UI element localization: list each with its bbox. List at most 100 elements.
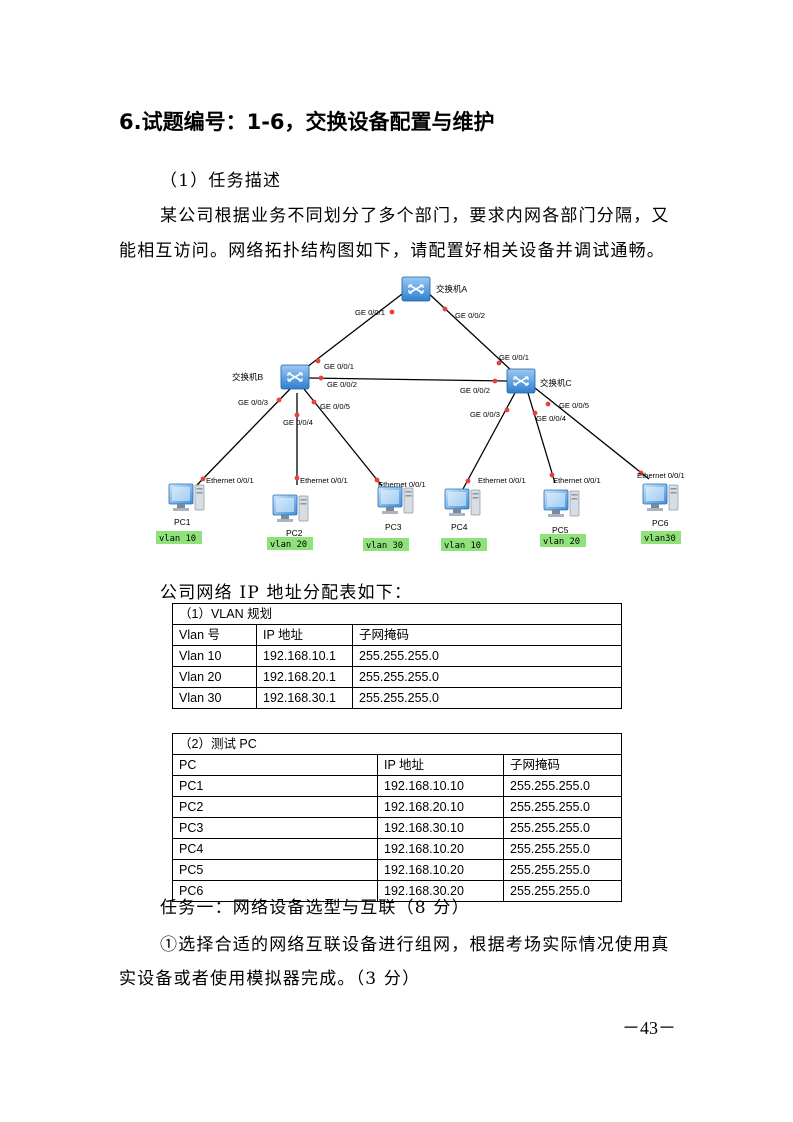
header-cell: 子网掩码 <box>352 624 622 646</box>
pc-label: PC2 <box>286 528 303 538</box>
port-label: GE 0/0/1 <box>499 353 529 362</box>
table-cell: 255.255.255.0 <box>503 859 622 881</box>
link-b-c <box>307 377 508 382</box>
port-label: Ethernet 0/0/1 <box>553 476 601 485</box>
table-cell: 192.168.10.20 <box>377 859 504 881</box>
task1-line-1: ①选择合适的网络互联设备进行组网，根据考场实际情况使用真 <box>160 935 670 955</box>
table-cell: 255.255.255.0 <box>503 796 622 818</box>
table-header-row: PC IP 地址 子网掩码 <box>172 754 622 776</box>
table-cell: 255.255.255.0 <box>352 687 622 709</box>
pc3-icon <box>377 486 414 515</box>
port-label: Ethernet 0/0/1 <box>478 476 526 485</box>
section-heading: 6.试题编号：1-6，交换设备配置与维护 <box>119 110 495 134</box>
vlan-badge: vlan 10 <box>444 541 481 551</box>
header-cell: IP 地址 <box>377 754 504 776</box>
header-cell: 子网掩码 <box>503 754 622 776</box>
table-cell: PC4 <box>172 838 378 860</box>
pc-label: PC3 <box>385 522 402 532</box>
link-a-b <box>293 290 407 378</box>
port-label: Ethernet 0/0/1 <box>300 476 348 485</box>
port-label: GE 0/0/5 <box>320 402 350 411</box>
links <box>196 290 650 490</box>
table-row: PC1 192.168.10.10 255.255.255.0 <box>172 775 622 797</box>
link-b-pc3 <box>303 388 383 487</box>
pc-label: PC5 <box>552 525 569 535</box>
table-cell: 192.168.30.20 <box>377 880 504 902</box>
table-cell: Vlan 20 <box>172 666 257 688</box>
paragraph-line-2: 能相互访问。网络拓扑结构图如下，请配置好相关设备并调试通畅。 <box>119 241 665 261</box>
port-label: GE 0/0/2 <box>460 386 490 395</box>
pc-label: PC4 <box>451 522 468 532</box>
vlan-badge: vlan30 <box>644 534 676 544</box>
port-label: GE 0/0/2 <box>327 380 357 389</box>
table-row: PC5 192.168.10.20 255.255.255.0 <box>172 859 622 881</box>
table-cell: PC6 <box>172 880 378 902</box>
port-label: Ethernet 0/0/1 <box>637 471 685 480</box>
vlan-badge: vlan 30 <box>366 541 403 551</box>
pc-label: PC6 <box>652 518 669 528</box>
link-b-pc1 <box>196 387 292 486</box>
table-cell: 192.168.10.20 <box>377 838 504 860</box>
test-pc-table: （2）测试 PC PC IP 地址 子网掩码 PC1 192.168.10.10… <box>172 733 622 902</box>
vlan-badge: vlan 10 <box>159 534 196 544</box>
table-cell: PC1 <box>172 775 378 797</box>
port-label: Ethernet 0/0/1 <box>378 480 426 489</box>
table-row: PC6 192.168.30.20 255.255.255.0 <box>172 880 622 902</box>
switch-a-label: 交换机A <box>436 284 468 294</box>
pc5-icon <box>543 489 580 518</box>
table-cell: 255.255.255.0 <box>503 880 622 902</box>
table-cell: 255.255.255.0 <box>352 645 622 667</box>
pc-label: PC1 <box>174 517 191 527</box>
port-label: GE 0/0/1 <box>324 362 354 371</box>
switch-c-icon <box>506 368 536 394</box>
switch-c-label: 交换机C <box>540 378 572 388</box>
table-cell: PC3 <box>172 817 378 839</box>
link-a-c <box>425 290 514 373</box>
table-cell: 255.255.255.0 <box>503 775 622 797</box>
table-header-row: Vlan 号 IP 地址 子网掩码 <box>172 624 622 646</box>
port-label: GE 0/0/1 <box>355 308 385 317</box>
port-label: GE 0/0/3 <box>470 410 500 419</box>
page-number: －43－ <box>622 1018 676 1038</box>
pc-table-title: （2）测试 PC <box>172 733 622 755</box>
paragraph-line-1: 某公司根据业务不同划分了多个部门，要求内网各部门分隔，又 <box>160 206 670 226</box>
switch-b-label: 交换机B <box>232 372 264 382</box>
table-cell: 192.168.20.1 <box>256 666 353 688</box>
pc6-icon <box>642 483 679 512</box>
switch-a-icon <box>401 276 431 302</box>
table-row: Vlan 30 192.168.30.1 255.255.255.0 <box>172 687 622 709</box>
pc4-icon <box>444 488 481 517</box>
ip-table-intro: 公司网络 IP 地址分配表如下： <box>160 583 413 603</box>
link-c-pc6 <box>534 387 650 480</box>
table-cell: 192.168.10.1 <box>256 645 353 667</box>
table-cell: PC2 <box>172 796 378 818</box>
table-row: Vlan 10 192.168.10.1 255.255.255.0 <box>172 645 622 667</box>
table-cell: 192.168.30.1 <box>256 687 353 709</box>
header-cell: PC <box>172 754 378 776</box>
table-cell: 255.255.255.0 <box>352 666 622 688</box>
port-dots <box>200 306 644 484</box>
task1-title: 任务一：网络设备选型与互联（8 分） <box>160 898 470 918</box>
vlan-badges: vlan 10 vlan 20 vlan 30 vlan 10 vlan 20 … <box>156 531 681 551</box>
table-row: PC4 192.168.10.20 255.255.255.0 <box>172 838 622 860</box>
port-label: GE 0/0/4 <box>283 418 313 427</box>
link-c-pc5 <box>527 392 556 484</box>
vlan-table-title: （1）VLAN 规划 <box>172 603 622 625</box>
switch-b-icon <box>280 364 310 390</box>
table-cell: 255.255.255.0 <box>503 838 622 860</box>
table-cell: 192.168.10.10 <box>377 775 504 797</box>
header-cell: IP 地址 <box>256 624 353 646</box>
port-label: GE 0/0/3 <box>238 398 268 407</box>
pc1-icon <box>168 483 205 512</box>
table-cell: Vlan 30 <box>172 687 257 709</box>
vlan-badge: vlan 20 <box>543 537 580 547</box>
header-cell: Vlan 号 <box>172 624 257 646</box>
vlan-badge: vlan 20 <box>270 540 307 550</box>
link-c-pc4 <box>462 390 517 490</box>
table-cell: Vlan 10 <box>172 645 257 667</box>
task1-line-2: 实设备或者使用模拟器完成。（3 分） <box>119 969 421 989</box>
port-label: GE 0/0/2 <box>455 311 485 320</box>
port-label: GE 0/0/4 <box>536 414 566 423</box>
table-row: Vlan 20 192.168.20.1 255.255.255.0 <box>172 666 622 688</box>
pc2-icon <box>272 494 309 523</box>
